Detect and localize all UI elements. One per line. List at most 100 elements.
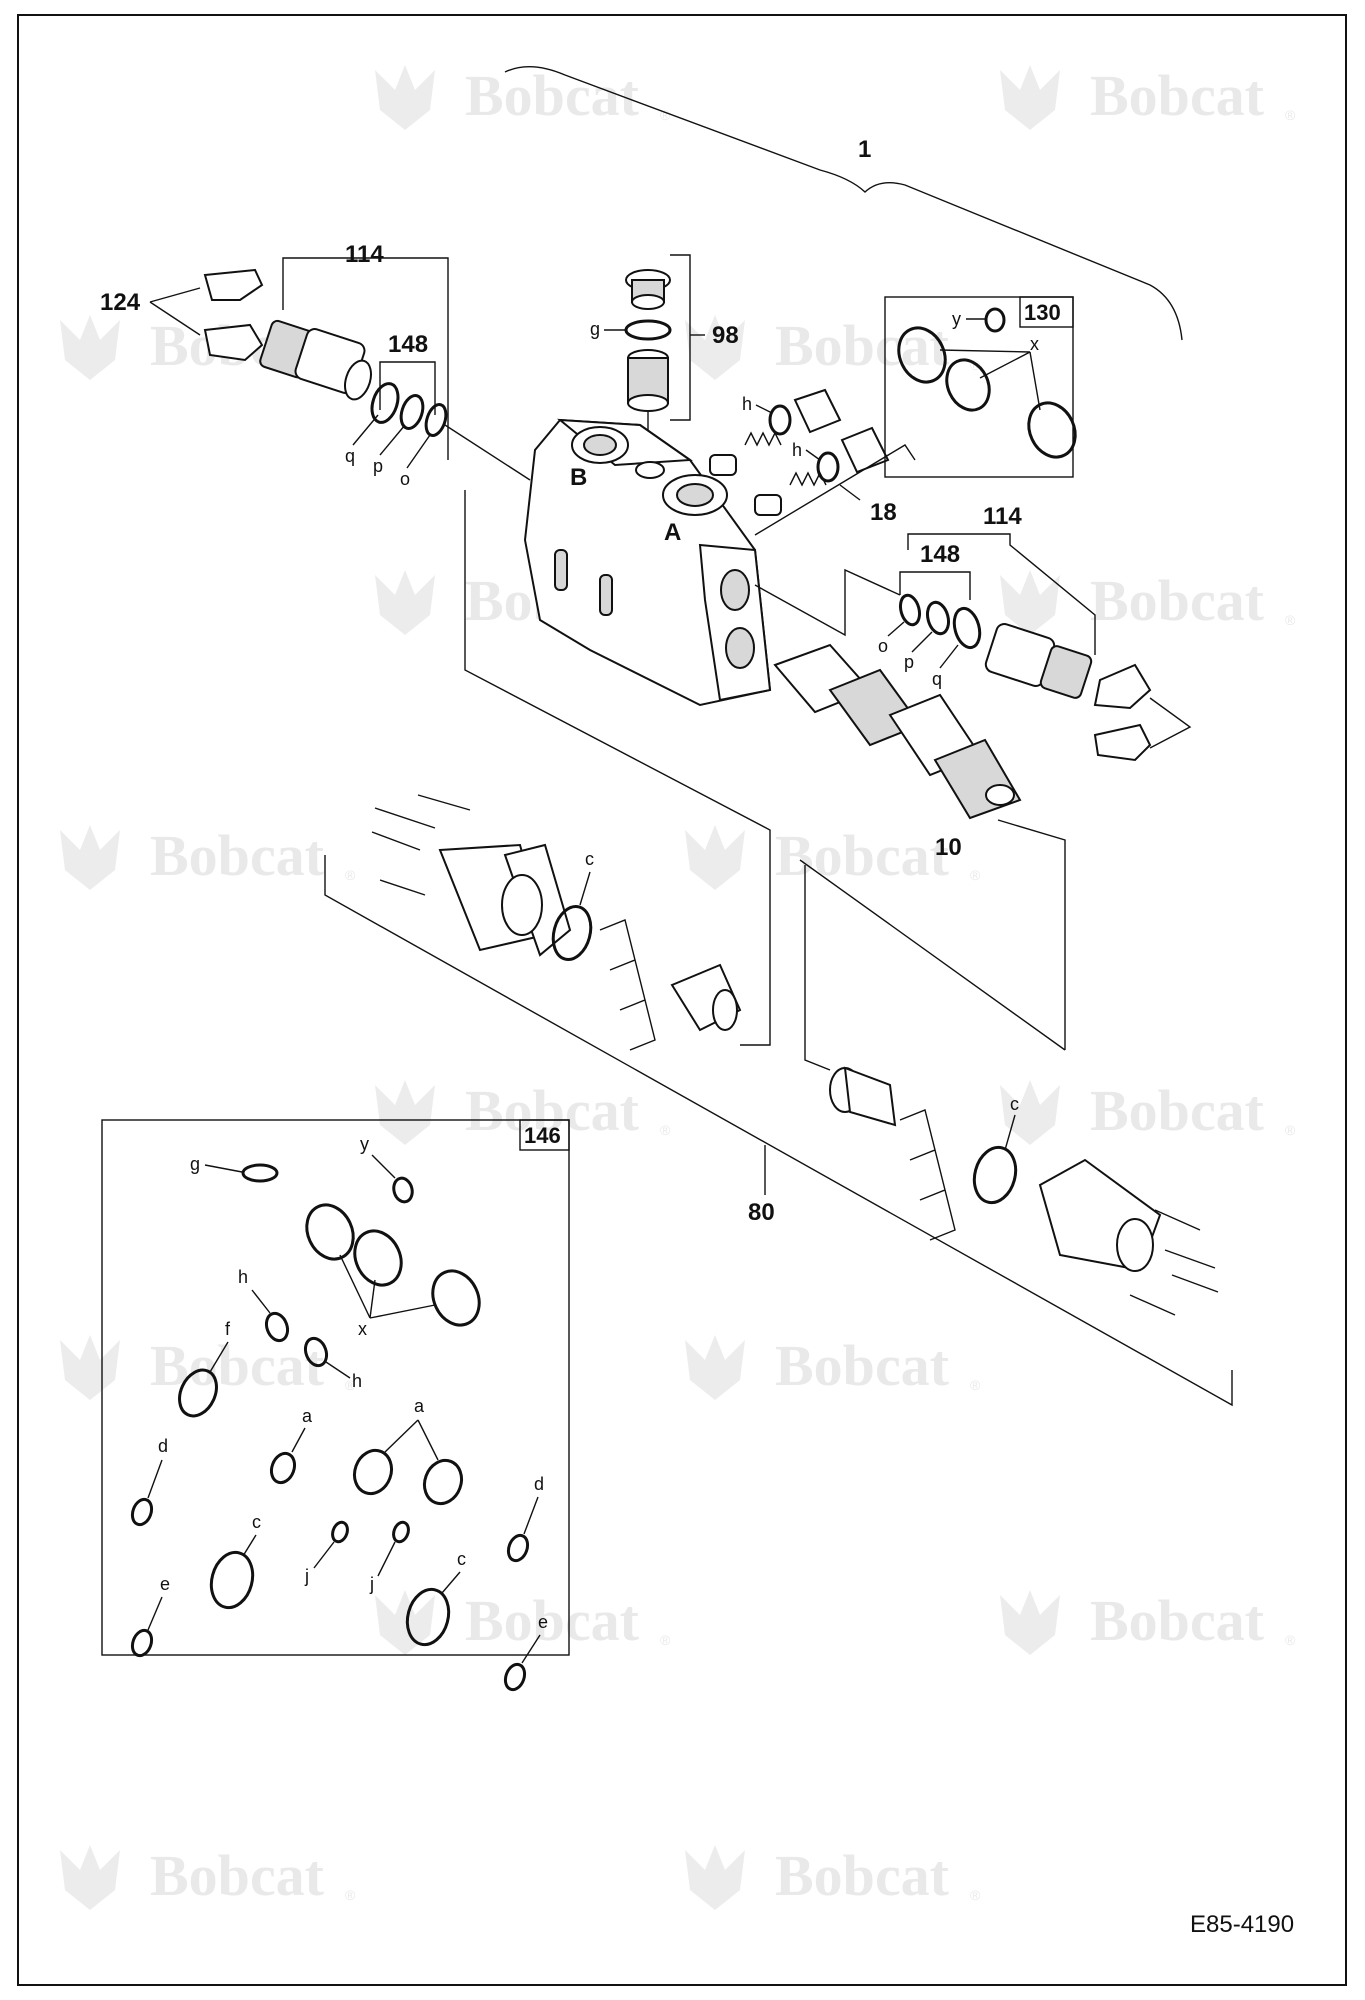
svg-text:Bobcat: Bobcat bbox=[150, 1333, 325, 1398]
svg-text:®: ® bbox=[970, 1377, 981, 1393]
letter-q: q bbox=[932, 669, 942, 689]
svg-text:Bobcat: Bobcat bbox=[465, 1078, 640, 1143]
leader-line bbox=[325, 1361, 351, 1379]
leader-line bbox=[755, 404, 773, 414]
callout-148-right: 148 bbox=[920, 541, 960, 568]
o-ring-x bbox=[897, 326, 947, 384]
o-ring-c-right bbox=[972, 1145, 1018, 1205]
watermark: Bobcat ® bbox=[375, 1078, 671, 1145]
kit-o-ring-j bbox=[331, 1520, 349, 1544]
callout-80: 80 bbox=[748, 1199, 775, 1226]
letter-c: c bbox=[1010, 1094, 1019, 1114]
kit-letter-c: c bbox=[252, 1512, 261, 1532]
o-ring-h2 bbox=[816, 451, 840, 483]
leader-line bbox=[242, 1534, 257, 1557]
spool-10 bbox=[773, 643, 1022, 820]
svg-text:Bobcat: Bobcat bbox=[1090, 568, 1265, 633]
leader-line bbox=[379, 424, 406, 456]
watermark: Bobcat ® bbox=[375, 1588, 671, 1655]
kit-o-ring-x bbox=[305, 1203, 355, 1261]
kit-o-ring-c bbox=[405, 1587, 451, 1647]
svg-text:®: ® bbox=[345, 867, 356, 883]
kit-o-ring-d bbox=[506, 1533, 530, 1563]
spool-insert-98 bbox=[627, 349, 669, 412]
svg-text:®: ® bbox=[660, 1632, 671, 1648]
svg-text:®: ® bbox=[1285, 612, 1296, 628]
leader-line bbox=[352, 414, 379, 446]
leader-line bbox=[979, 351, 1031, 379]
leader-line bbox=[369, 1279, 376, 1319]
kit-letter-e: e bbox=[160, 1574, 170, 1594]
letter-o: o bbox=[400, 469, 410, 489]
relief-valve-left bbox=[259, 319, 372, 401]
relief-valve-right bbox=[984, 623, 1093, 699]
kit-letter-y: y bbox=[360, 1134, 369, 1154]
leader-line bbox=[839, 484, 861, 501]
letter-o: o bbox=[878, 636, 888, 656]
callout-114-right: 114 bbox=[983, 503, 1022, 530]
clip-part bbox=[203, 323, 264, 362]
watermark: Bobcat ® bbox=[60, 1843, 356, 1910]
kit-letter-a: a bbox=[414, 1396, 425, 1416]
kit-letter-d: d bbox=[158, 1436, 168, 1456]
svg-text:®: ® bbox=[345, 1887, 356, 1903]
callout-114-left: 114 bbox=[345, 241, 384, 268]
svg-text:Bobcat: Bobcat bbox=[775, 1333, 950, 1398]
kit-letter-j: j bbox=[369, 1574, 374, 1594]
clip-part bbox=[1093, 723, 1152, 762]
kit-o-ring-e bbox=[503, 1662, 527, 1692]
leader-line bbox=[204, 1164, 243, 1173]
letter-g: g bbox=[590, 319, 600, 339]
kit-o-ring-j bbox=[392, 1520, 410, 1544]
leader-line bbox=[251, 1289, 271, 1314]
kit-letter-c: c bbox=[457, 1549, 466, 1569]
leader-line bbox=[997, 819, 1066, 1050]
kit-o-ring-a bbox=[269, 1451, 297, 1485]
callout-124: 124 bbox=[100, 289, 141, 316]
leader-line bbox=[149, 287, 201, 303]
callout-148-left: 148 bbox=[388, 331, 428, 358]
leader-line bbox=[149, 301, 201, 336]
letter-p: p bbox=[904, 652, 914, 672]
letter-h: h bbox=[742, 394, 752, 414]
callout-1: 1 bbox=[858, 136, 871, 163]
watermark: Bobcat ® bbox=[685, 1333, 981, 1400]
o-ring-c-left bbox=[551, 905, 593, 961]
spring-lower-right bbox=[899, 1109, 956, 1241]
leader-line bbox=[444, 424, 531, 481]
clip-part bbox=[1093, 663, 1152, 710]
watermark: Bobcat ® bbox=[1000, 63, 1296, 130]
watermark: Bobcat ® bbox=[60, 1333, 356, 1400]
kit-letter-j: j bbox=[304, 1566, 309, 1586]
o-ring-g-top bbox=[624, 319, 672, 341]
leader-line bbox=[147, 1596, 163, 1631]
svg-text:®: ® bbox=[970, 1887, 981, 1903]
o-ring-q-right bbox=[952, 606, 982, 650]
o-ring-q-left bbox=[370, 382, 400, 424]
svg-text:Bobcat: Bobcat bbox=[150, 1843, 325, 1908]
kit-letter-x: x bbox=[358, 1319, 367, 1339]
o-ring-h1 bbox=[768, 404, 792, 436]
leader-line bbox=[441, 1571, 461, 1594]
kit-letter-g: g bbox=[190, 1154, 200, 1174]
clip-part bbox=[203, 268, 264, 301]
assembly-brace bbox=[504, 66, 1183, 341]
svg-text:Bobcat: Bobcat bbox=[1090, 63, 1265, 128]
svg-text:Bobcat: Bobcat bbox=[1090, 1588, 1265, 1653]
kit-o-ring-h bbox=[303, 1336, 329, 1368]
callout-18: 18 bbox=[870, 499, 897, 526]
kit-o-ring-f bbox=[178, 1368, 218, 1418]
leader-line bbox=[406, 434, 431, 469]
watermark: Bobcat ® bbox=[685, 823, 981, 890]
kit-o-ring-g bbox=[241, 1163, 279, 1183]
plug-98 bbox=[625, 269, 671, 310]
spring-seat-upper-left bbox=[670, 963, 742, 1032]
watermark: Bobcat ® bbox=[685, 1843, 981, 1910]
o-ring-o-left bbox=[424, 403, 448, 437]
spring-cap-upper-left bbox=[371, 794, 572, 957]
leader-line bbox=[521, 1634, 541, 1664]
watermark: Bobcat ® bbox=[1000, 568, 1296, 635]
seal-kit-box-146: 146 g y x h h f a a d bbox=[101, 1119, 570, 1692]
o-ring-y bbox=[984, 307, 1006, 333]
